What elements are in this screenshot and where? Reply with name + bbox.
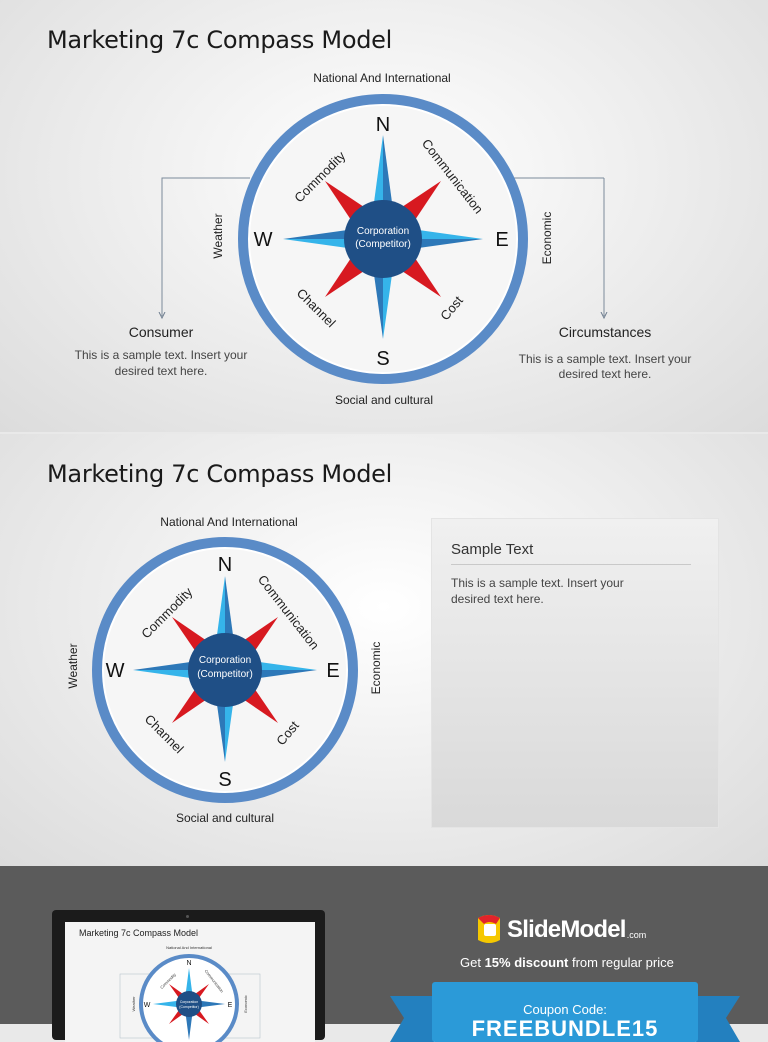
discount-amount: 15% discount xyxy=(484,955,569,970)
thumb-weather: Weather xyxy=(131,996,136,1012)
east-label: E xyxy=(326,660,339,682)
slide-title: Marketing 7c Compass Model xyxy=(47,460,392,488)
sample-text-divider xyxy=(451,564,691,565)
sample-text-box: Sample Text This is a sample text. Inser… xyxy=(431,518,719,828)
compass-diagram: Corporation (Competitor) N S W E Commodi… xyxy=(75,71,692,407)
circumstances-text-2: desired text here. xyxy=(559,367,652,381)
slide-2: Marketing 7c Compass Model C xyxy=(0,434,768,866)
slidemodel-logo[interactable]: SlideModel .com xyxy=(474,912,646,948)
thumbnail-screen: Marketing 7c Compass Model National And … xyxy=(65,922,315,1042)
economic-label: Economic xyxy=(540,212,554,265)
circumstances-text-1: This is a sample text. Insert your xyxy=(519,352,692,366)
slidemodel-logo-suffix: .com xyxy=(626,930,647,940)
discount-pre: Get xyxy=(460,955,485,970)
promo-banner: Marketing 7c Compass Model National And … xyxy=(0,866,768,1042)
compass-center xyxy=(344,200,422,278)
north-label: N xyxy=(218,554,232,576)
thumb-west: W xyxy=(144,1002,151,1009)
thumbnail-slide: Marketing 7c Compass Model National And … xyxy=(79,928,261,1042)
bottom-label: Social and cultural xyxy=(176,811,274,825)
thumb-top-label: National And International xyxy=(166,945,212,950)
coupon-ribbon[interactable]: Coupon Code: FREEBUNDLE15 xyxy=(390,982,740,1042)
east-label: E xyxy=(495,229,508,251)
monitor-thumbnail: Marketing 7c Compass Model National And … xyxy=(52,910,325,1042)
weather-label: Weather xyxy=(66,643,80,688)
consumer-title: Consumer xyxy=(129,324,194,340)
discount-text: Get 15% discount from regular price xyxy=(460,955,674,970)
thumb-economic: Economic xyxy=(243,995,248,1013)
connector-left xyxy=(162,177,250,316)
bottom-label: Social and cultural xyxy=(335,393,433,407)
consumer-text-1: This is a sample text. Insert your xyxy=(75,348,248,362)
center-label-2: (Competitor) xyxy=(197,669,253,680)
thumb-title: Marketing 7c Compass Model xyxy=(79,928,198,938)
discount-post: from regular price xyxy=(568,955,674,970)
sample-text-title: Sample Text xyxy=(451,541,534,558)
thumb-north: N xyxy=(186,960,191,967)
consumer-text-2: desired text here. xyxy=(115,364,208,378)
west-label: W xyxy=(106,660,125,682)
economic-label: Economic xyxy=(369,642,383,695)
thumb-center-1: Corporation xyxy=(180,1000,198,1004)
slide-1: Marketing 7c Compass Model xyxy=(0,0,768,432)
compass-center xyxy=(188,633,262,707)
top-label: National And International xyxy=(160,515,297,529)
center-label-1: Corporation xyxy=(199,655,251,666)
camera-dot xyxy=(186,915,189,918)
south-label: S xyxy=(218,769,231,791)
weather-label: Weather xyxy=(211,213,225,258)
circumstances-title: Circumstances xyxy=(559,324,652,340)
west-label: W xyxy=(254,229,273,251)
compass-diagram: Corporation (Competitor) N S W E Commodi… xyxy=(66,515,383,825)
slidemodel-logo-icon xyxy=(478,915,500,943)
coupon-code: FREEBUNDLE15 xyxy=(471,1016,659,1041)
coupon-label: Coupon Code: xyxy=(523,1002,607,1017)
sample-text-body: This is a sample text. Insert your desir… xyxy=(451,576,624,606)
slidemodel-logo-text: SlideModel xyxy=(507,916,626,943)
coupon-ribbon-shape xyxy=(390,982,740,1042)
center-label-1: Corporation xyxy=(357,226,409,237)
north-label: N xyxy=(376,114,390,136)
south-label: S xyxy=(376,348,389,370)
slide-title: Marketing 7c Compass Model xyxy=(47,26,392,54)
center-label-2: (Competitor) xyxy=(355,239,411,250)
top-label: National And International xyxy=(313,71,450,85)
thumb-east: E xyxy=(228,1002,233,1009)
thumb-center-2: (Competitor) xyxy=(179,1005,198,1009)
